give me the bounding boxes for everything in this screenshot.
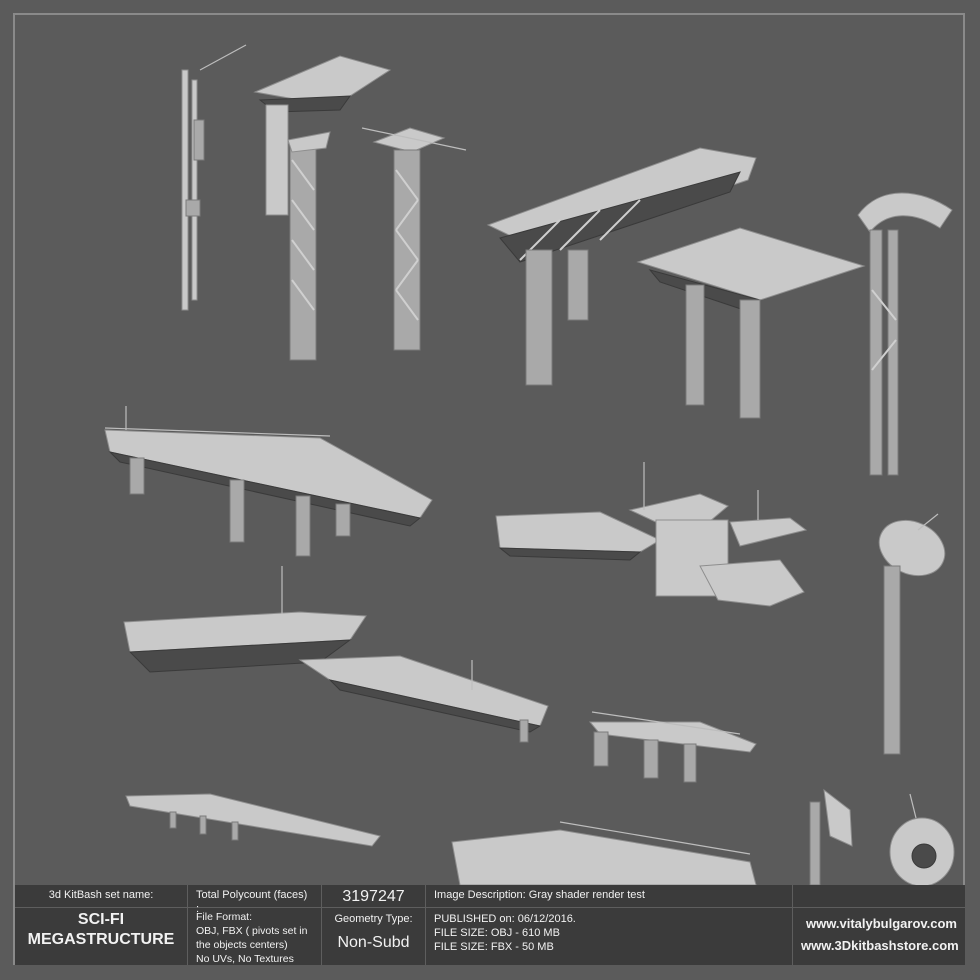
info-bar-divider — [15, 907, 965, 908]
geometry-type-label: Geometry Type: — [334, 913, 413, 925]
bridge-structure-model — [486, 147, 866, 419]
bottom-deck-model — [451, 821, 757, 885]
websites-cell: www.vitalybulgarov.com www.3Dkitbashstor… — [793, 885, 965, 965]
file-size-obj: FILE SIZE: OBJ - 610 MB — [434, 927, 560, 939]
image-description: Image Description: Gray shader render te… — [434, 889, 645, 901]
polycount-geometry-cell: 3197247 Geometry Type: Non-Subd — [322, 885, 426, 965]
long-walkway-model — [123, 566, 549, 743]
set-name-value: SCI-FI MEGASTRUCTURE — [27, 911, 175, 948]
cantilever-platform-model — [104, 406, 433, 557]
description-cell: Image Description: Gray shader render te… — [426, 885, 793, 965]
info-bar: 3d KitBash set name: SCI-FI MEGASTRUCTUR… — [15, 885, 965, 965]
kitbash-render-scene — [104, 44, 955, 885]
geometry-type-value: Non-Subd — [337, 934, 410, 951]
small-legged-platform-model — [588, 711, 757, 783]
small-dish-units-model — [809, 788, 955, 885]
polycount-value: 3197247 — [342, 888, 405, 905]
file-format-value: OBJ, FBX ( pivots set in the objects cen… — [196, 925, 308, 951]
polycount-format-cell: Total Polycount (faces) : File Format: O… — [188, 885, 322, 965]
set-name-cell: 3d KitBash set name: SCI-FI MEGASTRUCTUR… — [15, 885, 188, 965]
website-vitalybulgarov-link[interactable]: www.vitalybulgarov.com — [806, 916, 957, 931]
antenna-pole-model — [181, 44, 247, 311]
tower-platform-model — [253, 55, 392, 361]
website-3dkitbashstore-link[interactable]: www.3Dkitbashstore.com — [801, 938, 959, 953]
file-size-fbx: FILE SIZE: FBX - 50 MB — [434, 941, 554, 953]
published-date: PUBLISHED on: 06/12/2016. — [434, 913, 576, 925]
set-name-label: 3d KitBash set name: — [48, 889, 154, 901]
stacked-platform-model — [495, 462, 808, 607]
thin-deck-model — [125, 793, 381, 847]
polycount-label: Total Polycount (faces) : — [196, 889, 308, 915]
file-format-note: No UVs, No Textures — [196, 953, 294, 965]
file-format-label: File Format: — [196, 911, 253, 923]
curved-tower-model — [857, 192, 953, 476]
lattice-tower-model — [361, 127, 467, 351]
satellite-dish-model — [878, 513, 946, 755]
